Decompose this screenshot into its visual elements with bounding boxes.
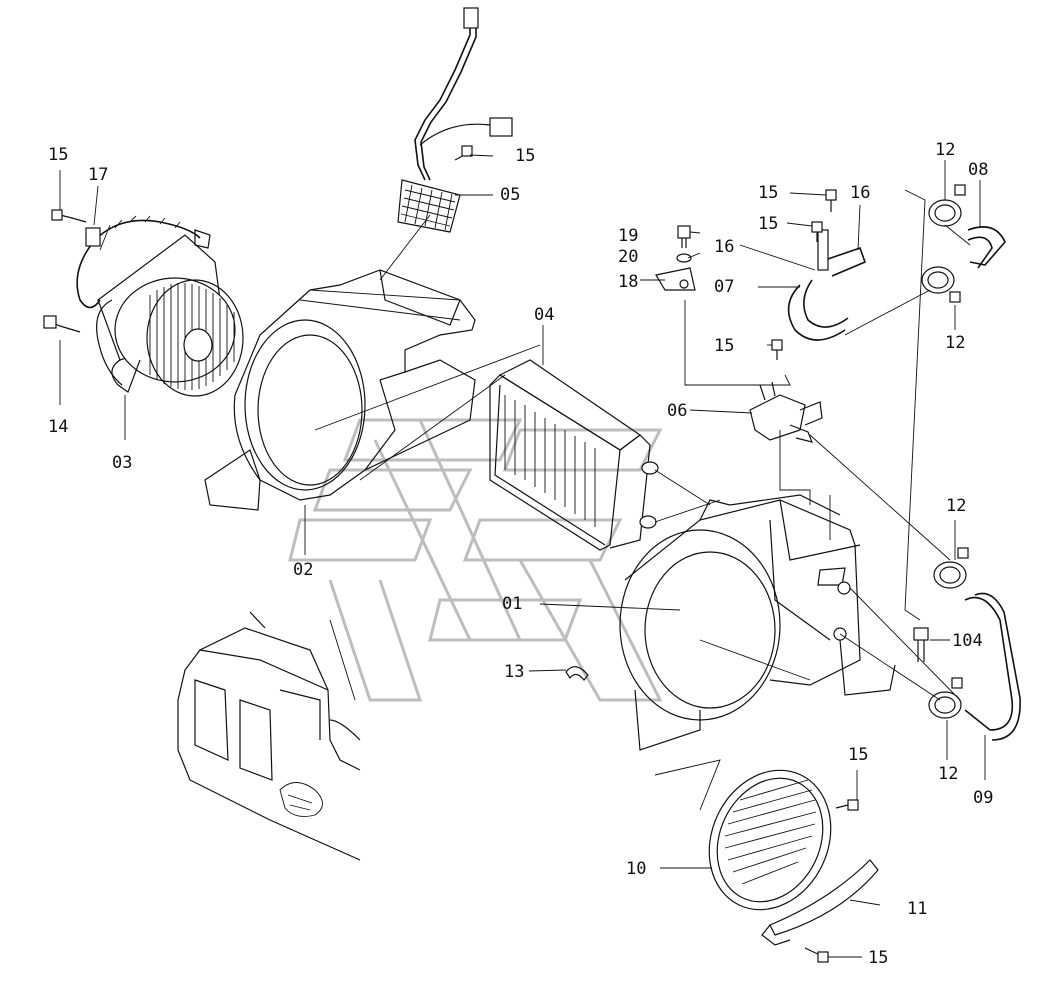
label-104: 104 <box>952 631 983 651</box>
hose-08 <box>967 226 1006 269</box>
heater-core <box>489 359 659 551</box>
hose-clamp-12-bottom <box>928 677 963 719</box>
watermark-logo <box>288 418 663 702</box>
label-15-e: 15 <box>714 336 734 356</box>
heater-case <box>619 494 896 751</box>
hose-clamp-12-upper <box>921 266 961 303</box>
bracket-18 <box>655 267 696 291</box>
label-05: 05 <box>500 185 520 205</box>
label-15-c: 15 <box>758 183 778 203</box>
label-12-c: 12 <box>946 496 966 516</box>
part-callouts: 15 17 14 03 02 15 05 04 19 20 18 15 16 1… <box>48 140 993 968</box>
label-08: 08 <box>968 160 988 180</box>
label-15-f: 15 <box>848 745 868 765</box>
label-15-d: 15 <box>758 214 778 234</box>
hose-clamp-12-top <box>928 184 966 227</box>
label-20: 20 <box>618 247 638 267</box>
label-14: 14 <box>48 417 68 437</box>
hose-07 <box>787 229 867 341</box>
label-01: 01 <box>502 594 522 614</box>
hose-09 <box>964 592 1021 741</box>
label-10: 10 <box>626 859 646 879</box>
blower-fan-assembly <box>96 234 244 397</box>
label-16-a: 16 <box>850 183 870 203</box>
label-12-b: 12 <box>945 333 965 353</box>
bolt-14 <box>43 315 81 333</box>
screw-15-damper <box>454 145 473 161</box>
grille-10 <box>708 769 832 911</box>
label-16-b: 16 <box>714 237 734 257</box>
cover-11 <box>761 859 879 946</box>
bolt-15-fan <box>51 209 87 223</box>
label-18: 18 <box>618 272 638 292</box>
label-12-d: 12 <box>938 764 958 784</box>
label-04: 04 <box>534 305 554 325</box>
fan-housing <box>204 269 476 511</box>
damper-actuator-05 <box>397 7 513 233</box>
label-19: 19 <box>618 226 638 246</box>
label-15-g: 15 <box>868 948 888 968</box>
label-03: 03 <box>112 453 132 473</box>
leader-lines <box>59 154 986 958</box>
label-02: 02 <box>293 560 313 580</box>
label-12-a: 12 <box>935 140 955 160</box>
clip-13 <box>565 666 589 681</box>
label-15-a: 15 <box>48 145 68 165</box>
water-valve <box>749 381 823 443</box>
label-13: 13 <box>504 662 524 682</box>
excavator-cab-location-view <box>177 611 361 861</box>
label-09: 09 <box>973 788 993 808</box>
label-11: 11 <box>907 899 927 919</box>
label-06: 06 <box>667 401 687 421</box>
screw-15-hose-mid <box>811 221 823 242</box>
label-15-b: 15 <box>515 146 535 166</box>
screw-15-valve <box>771 339 783 360</box>
label-17: 17 <box>88 165 108 185</box>
screw-15-hose-top <box>825 189 837 212</box>
screw-15-grille-top <box>835 799 859 811</box>
screw-19 <box>677 225 691 248</box>
hose-clamp-12-lower <box>933 547 969 589</box>
label-07: 07 <box>714 277 734 297</box>
washer-20 <box>676 253 692 263</box>
screw-15-cover <box>804 947 829 963</box>
fan-wire-harness <box>76 215 211 309</box>
bolt-104 <box>913 627 929 662</box>
